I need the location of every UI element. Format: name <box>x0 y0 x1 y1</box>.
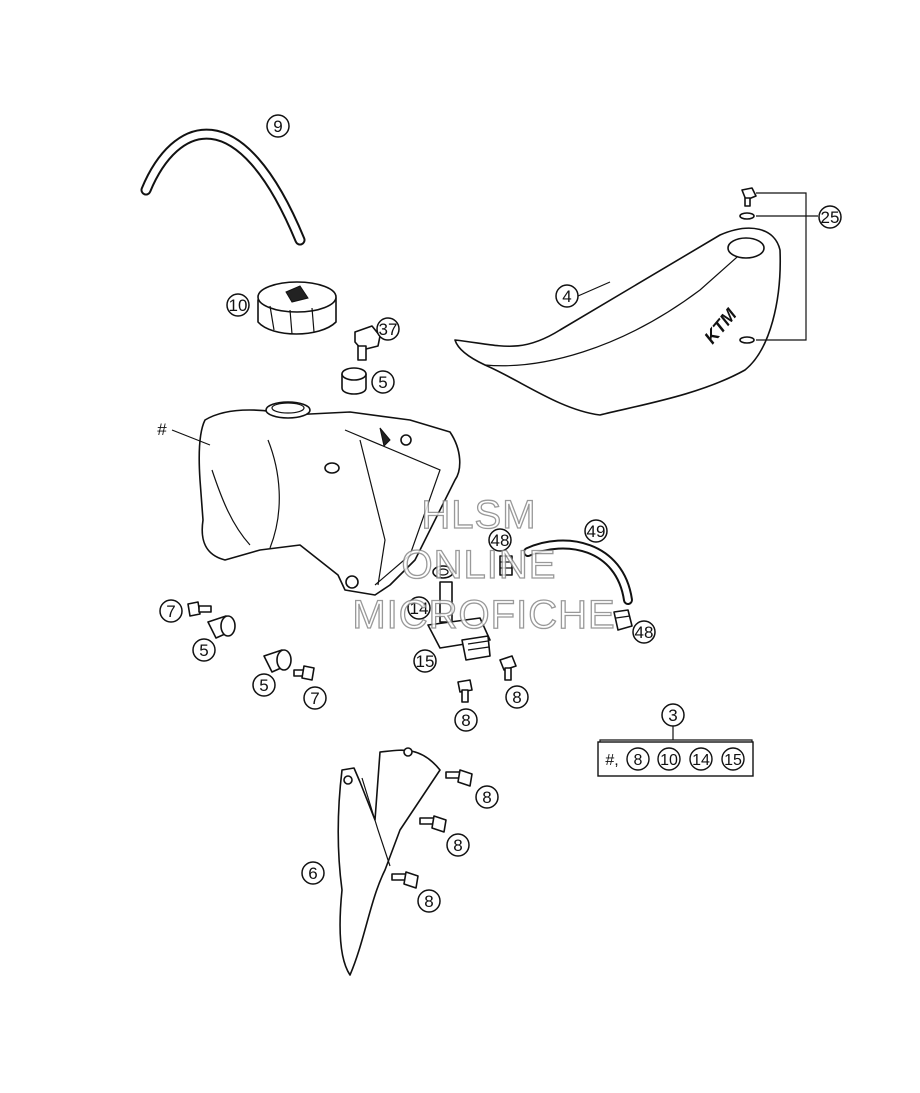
seat-screw-25[interactable] <box>739 187 818 344</box>
svg-text:9: 9 <box>273 117 282 136</box>
svg-text:10: 10 <box>660 752 678 769</box>
callout-7-left[interactable]: 7 <box>159 599 183 623</box>
callout-48-lower[interactable]: 48 <box>632 620 656 644</box>
fuel-hose-49[interactable] <box>523 539 633 605</box>
svg-text:5: 5 <box>199 641 208 660</box>
seat-4[interactable]: KTM <box>454 227 782 416</box>
svg-text:#: # <box>157 420 167 439</box>
svg-text:8: 8 <box>512 688 521 707</box>
callout-8-tap-left[interactable]: 8 <box>454 708 478 732</box>
bolt-37[interactable] <box>354 325 381 361</box>
svg-text:48: 48 <box>635 623 654 642</box>
watermark-line2: ONLINE <box>402 543 557 587</box>
fuel-tank[interactable] <box>198 401 461 596</box>
screw-7-left[interactable] <box>187 601 212 617</box>
svg-text:3: 3 <box>668 706 677 725</box>
svg-text:15: 15 <box>416 652 435 671</box>
o-ring-14[interactable] <box>432 565 454 579</box>
svg-text:7: 7 <box>166 602 175 621</box>
hose-clamp-48-upper[interactable] <box>499 555 513 576</box>
svg-text:6: 6 <box>308 864 317 883</box>
callout-6[interactable]: 6 <box>301 861 325 885</box>
callout-5-top[interactable]: 5 <box>371 370 395 394</box>
screw-8-tap-left[interactable] <box>457 679 473 703</box>
watermark: HLSM ONLINE MICROFICHE <box>352 492 616 637</box>
callout-7-middle[interactable]: 7 <box>303 686 327 710</box>
svg-text:37: 37 <box>379 320 398 339</box>
callout-10[interactable]: 10 <box>226 293 250 317</box>
svg-text:15: 15 <box>724 752 742 769</box>
watermark-line1: HLSM <box>421 493 536 537</box>
kit-3[interactable]: 3 #, 8 10 14 15 <box>597 703 754 777</box>
svg-text:8: 8 <box>482 788 491 807</box>
svg-text:14: 14 <box>692 752 710 769</box>
kit-prefix: #, <box>605 752 618 769</box>
svg-text:5: 5 <box>259 676 268 695</box>
callout-8-spoiler-bottom[interactable]: 8 <box>417 889 441 913</box>
callout-8-tap-right[interactable]: 8 <box>505 685 529 709</box>
callout-49[interactable]: 49 <box>584 519 608 543</box>
svg-text:48: 48 <box>491 531 510 550</box>
svg-text:5: 5 <box>378 373 387 392</box>
svg-text:25: 25 <box>821 208 840 227</box>
bushing-5-top[interactable] <box>341 367 367 395</box>
callout-tank-hash[interactable]: # <box>157 420 211 446</box>
screw-8-spoiler-middle[interactable] <box>419 815 447 833</box>
callout-15[interactable]: 15 <box>413 649 437 673</box>
bushing-5-left[interactable] <box>207 615 236 639</box>
svg-text:10: 10 <box>229 296 248 315</box>
svg-text:49: 49 <box>587 522 606 541</box>
svg-text:8: 8 <box>424 892 433 911</box>
callout-8-spoiler-middle[interactable]: 8 <box>446 833 470 857</box>
kit-item-14: 14 <box>689 747 713 771</box>
kit-item-10: 10 <box>657 747 681 771</box>
screw-8-spoiler-bottom[interactable] <box>391 871 419 889</box>
svg-text:4: 4 <box>562 287 571 306</box>
svg-text:14: 14 <box>410 599 429 618</box>
callout-5-middle[interactable]: 5 <box>252 673 276 697</box>
callout-8-spoiler-top[interactable]: 8 <box>475 785 499 809</box>
callout-25[interactable]: 25 <box>818 205 842 229</box>
svg-text:8: 8 <box>461 711 470 730</box>
callout-5-left[interactable]: 5 <box>192 638 216 662</box>
hose-clamp-48-lower[interactable] <box>613 609 633 631</box>
watermark-line3: MICROFICHE <box>352 593 615 637</box>
kit-item-8: 8 <box>626 747 650 771</box>
callout-14[interactable]: 14 <box>407 596 431 620</box>
svg-text:8: 8 <box>453 836 462 855</box>
screw-8-spoiler-top[interactable] <box>445 769 473 787</box>
fuel-tap-15[interactable] <box>427 581 491 661</box>
svg-text:8: 8 <box>634 752 643 769</box>
fuel-cap-10[interactable] <box>257 281 337 335</box>
kit-item-15: 15 <box>721 747 745 771</box>
screw-7-middle[interactable] <box>293 665 315 681</box>
svg-text:7: 7 <box>310 689 319 708</box>
spoiler-6[interactable] <box>337 747 441 976</box>
callout-4[interactable]: 4 <box>555 281 611 308</box>
bushing-5-middle[interactable] <box>263 649 292 673</box>
callout-37[interactable]: 37 <box>376 317 400 341</box>
callout-48-upper[interactable]: 48 <box>488 528 512 552</box>
screw-8-tap-right[interactable] <box>499 655 517 681</box>
breather-hose-9[interactable] <box>140 128 306 246</box>
callout-9[interactable]: 9 <box>266 114 290 138</box>
